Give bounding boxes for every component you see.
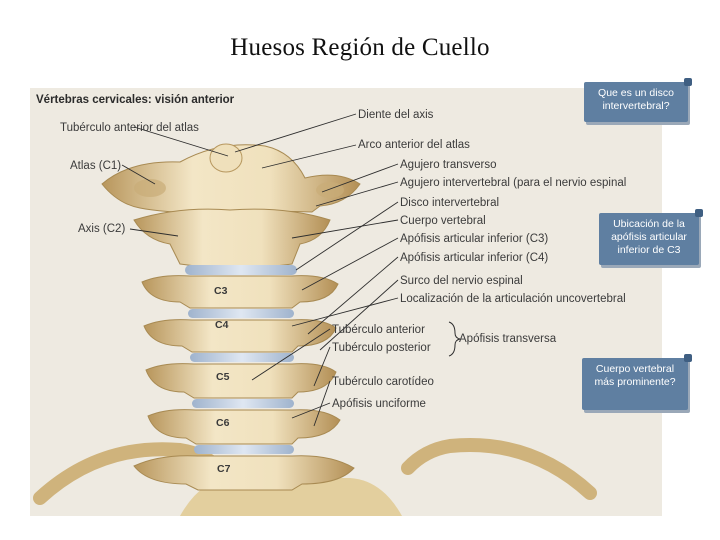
disc-c2-c3 — [185, 265, 297, 275]
label-tuberculo-carotideo: Tubérculo carotídeo — [332, 376, 434, 388]
note-disco-intervertebral[interactable]: Que es un disco intervertebral? — [584, 78, 692, 122]
label-apofisis-transversa: Apófisis transversa — [459, 333, 557, 345]
cervical-spine-diagram: Vértebras cervicales: visión anterior — [30, 88, 662, 516]
disc-c5-c6 — [192, 399, 294, 408]
label-tuberculo-posterior: Tubérculo posterior — [332, 342, 431, 354]
vertebra-label-c7: C7 — [217, 463, 231, 475]
label-cuerpo-vertebral: Cuerpo vertebral — [400, 215, 486, 227]
label-tuberculo-anterior: Tubérculo anterior — [332, 324, 425, 336]
label-articulacion-uncovertebral: Localización de la articulación uncovert… — [400, 293, 626, 305]
label-apofisis-unciforme: Apófisis unciforme — [332, 398, 426, 410]
label-disco-intervertebral: Disco intervertebral — [400, 197, 499, 209]
label-atlas-c1: Atlas (C1) — [70, 160, 121, 172]
first-rib-right — [401, 438, 597, 500]
vertebra-label-c6: C6 — [216, 417, 230, 429]
label-agujero-transverso: Agujero transverso — [400, 159, 497, 171]
c3-vertebra-bone — [141, 275, 339, 309]
c6-vertebra-bone — [147, 409, 341, 445]
label-diente-del-axis: Diente del axis — [358, 109, 434, 121]
disc-c6-c7 — [194, 445, 294, 454]
c7-vertebra-bone — [133, 455, 355, 491]
brace — [448, 321, 461, 357]
label-tuberculo-anterior-atlas: Tubérculo anterior del atlas — [60, 122, 199, 134]
axis-c2-bone — [133, 208, 331, 269]
dens-bone — [209, 143, 243, 173]
note-apofisis-articular-c3[interactable]: Ubicación de la apófisis articular infer… — [599, 209, 703, 265]
disc-c4-c5 — [190, 353, 294, 362]
slide-title: Huesos Región de Cuello — [230, 34, 490, 61]
label-apofisis-articular-c3: Apófisis articular inferior (C3) — [400, 233, 548, 245]
c5-vertebra-bone — [145, 363, 337, 399]
label-arco-anterior-atlas: Arco anterior del atlas — [358, 139, 470, 151]
label-apofisis-articular-c4: Apófisis articular inferior (C4) — [400, 252, 548, 264]
atlas-c1-bone — [101, 144, 361, 215]
vertebra-label-c5: C5 — [216, 371, 230, 383]
label-surco-nervio-espinal: Surco del nervio espinal — [400, 275, 523, 287]
figure-heading: Vértebras cervicales: visión anterior — [36, 94, 235, 106]
label-agujero-intervertebral: Agujero intervertebral (para el nervio e… — [400, 177, 626, 189]
c4-vertebra-bone — [143, 319, 337, 353]
note-cuerpo-vertebral-prominente[interactable]: Cuerpo vertebral más prominente? — [582, 354, 692, 410]
vertebra-label-c3: C3 — [214, 285, 228, 297]
vertebra-label-c4: C4 — [215, 319, 229, 331]
disc-c3-c4 — [188, 309, 294, 318]
label-axis-c2: Axis (C2) — [78, 223, 125, 235]
